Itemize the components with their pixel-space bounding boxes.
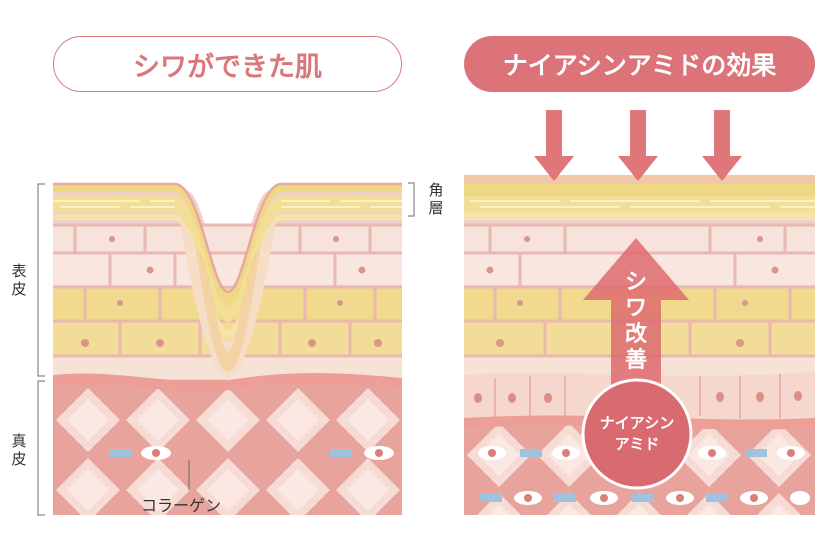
right-corneum-stripes <box>470 200 815 208</box>
down-arrow-3 <box>702 110 742 181</box>
left-corneum-stripes <box>53 200 402 208</box>
improved-skin-cross-section <box>464 175 815 515</box>
down-arrow-1 <box>534 110 574 181</box>
circle-text-line1: ナイアシン <box>599 414 675 432</box>
right-basal-cells <box>494 374 781 418</box>
right-basal-nuclei <box>474 391 802 403</box>
left-brackets <box>37 182 415 516</box>
niacinamide-circle <box>581 378 693 490</box>
downward-arrows <box>534 110 742 181</box>
circle-text-line2: アミド <box>614 435 660 453</box>
right-title: ナイアシンアミドの効果 <box>464 36 815 92</box>
label-stratum-corneum: 角層 <box>428 181 444 217</box>
wrinkled-skin-cross-section <box>53 182 402 515</box>
wrinkle-improvement-arrow <box>583 238 689 420</box>
label-dermis: 真皮 <box>11 432 27 468</box>
label-collagen: コラーゲン <box>141 496 222 515</box>
down-arrow-2 <box>618 110 658 181</box>
right-nuclei <box>486 236 779 347</box>
left-title-text: シワができた肌 <box>133 51 322 83</box>
left-dermis <box>53 380 402 515</box>
left-collagen-fibers <box>109 446 394 460</box>
arrow-text: シワ改善 <box>624 270 647 373</box>
right-collagen-fibers <box>478 446 810 505</box>
label-epidermis: 表皮 <box>11 262 27 298</box>
right-title-text: ナイアシンアミドの効果 <box>502 51 777 80</box>
left-nuclei <box>81 236 382 347</box>
left-title: シワができた肌 <box>53 36 402 92</box>
